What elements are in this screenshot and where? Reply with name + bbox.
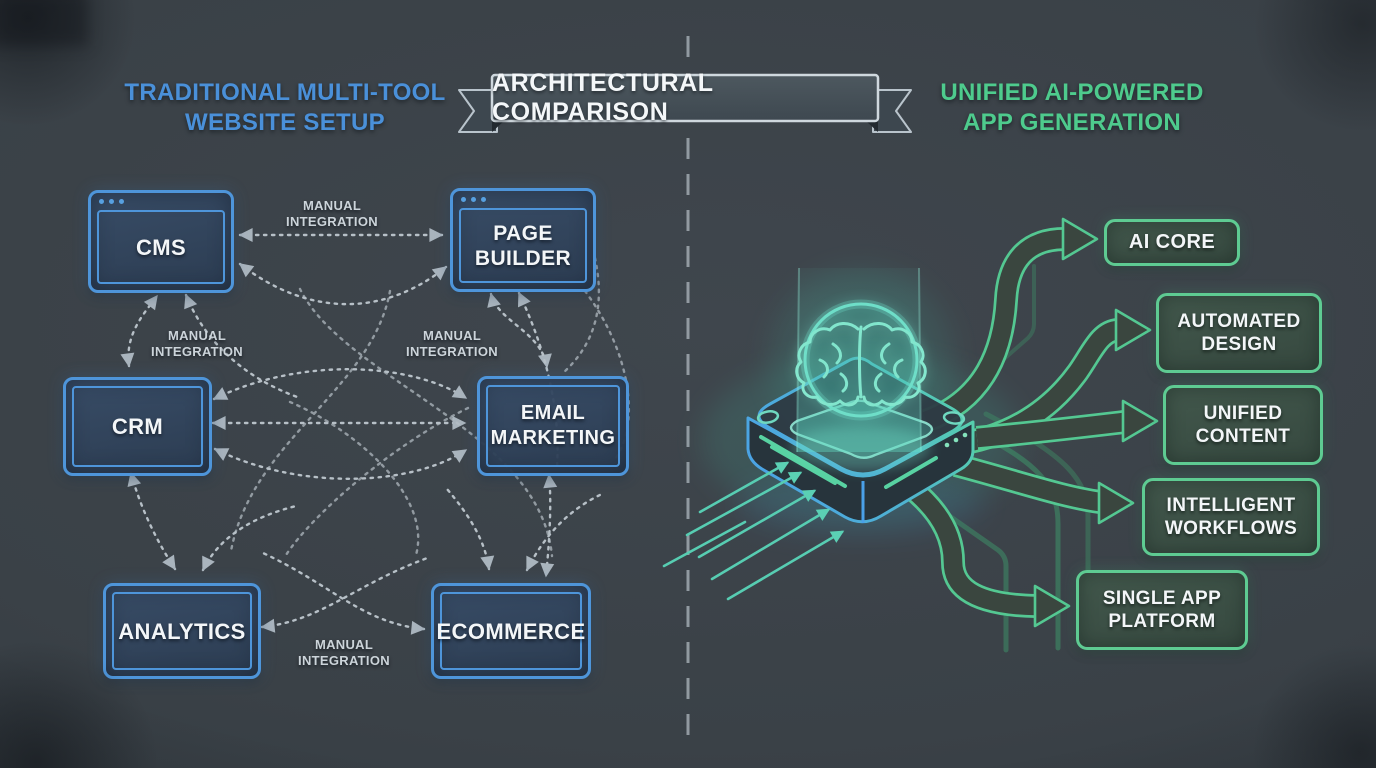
node-analytics-frame: ANALYTICS [112,592,252,670]
node-cms: CMS [88,190,234,293]
left-section-title: TRADITIONAL MULTI-TOOL WEBSITE SETUP [60,78,510,138]
node-ai-core-label: AI CORE [1128,231,1216,253]
node-ecommerce: ECOMMERCE [431,583,591,679]
window-dots-icon [461,197,486,202]
left-title-line2: WEBSITE SETUP [185,109,385,136]
node-ecommerce-label: ECOMMERCE [436,618,586,644]
right-title-line1: UNIFIED AI-POWERED [940,79,1204,106]
node-ecommerce-frame: ECOMMERCE [436,592,585,670]
right-section-title: UNIFIED AI-POWERED APP GENERATION [878,78,1266,138]
node-crm-frame: CRM [72,386,203,467]
output-arrow-single-app-platform [902,477,1071,628]
node-ai-core: AI CORE [1104,219,1240,266]
node-crm: CRM [63,377,212,476]
node-analytics: ANALYTICS [103,583,261,679]
node-crm-label: CRM [111,414,164,439]
right-title-line2: APP GENERATION [962,109,1181,136]
left-title-line1: TRADITIONAL MULTI-TOOL [124,79,446,106]
node-cms-label: CMS [135,234,187,260]
node-analytics-label: ANALYTICS [118,618,246,644]
node-cms-frame: CMS [97,210,225,284]
window-dots-icon [99,199,124,204]
banner-title: ARCHITECTURAL COMPARISON [492,69,714,126]
